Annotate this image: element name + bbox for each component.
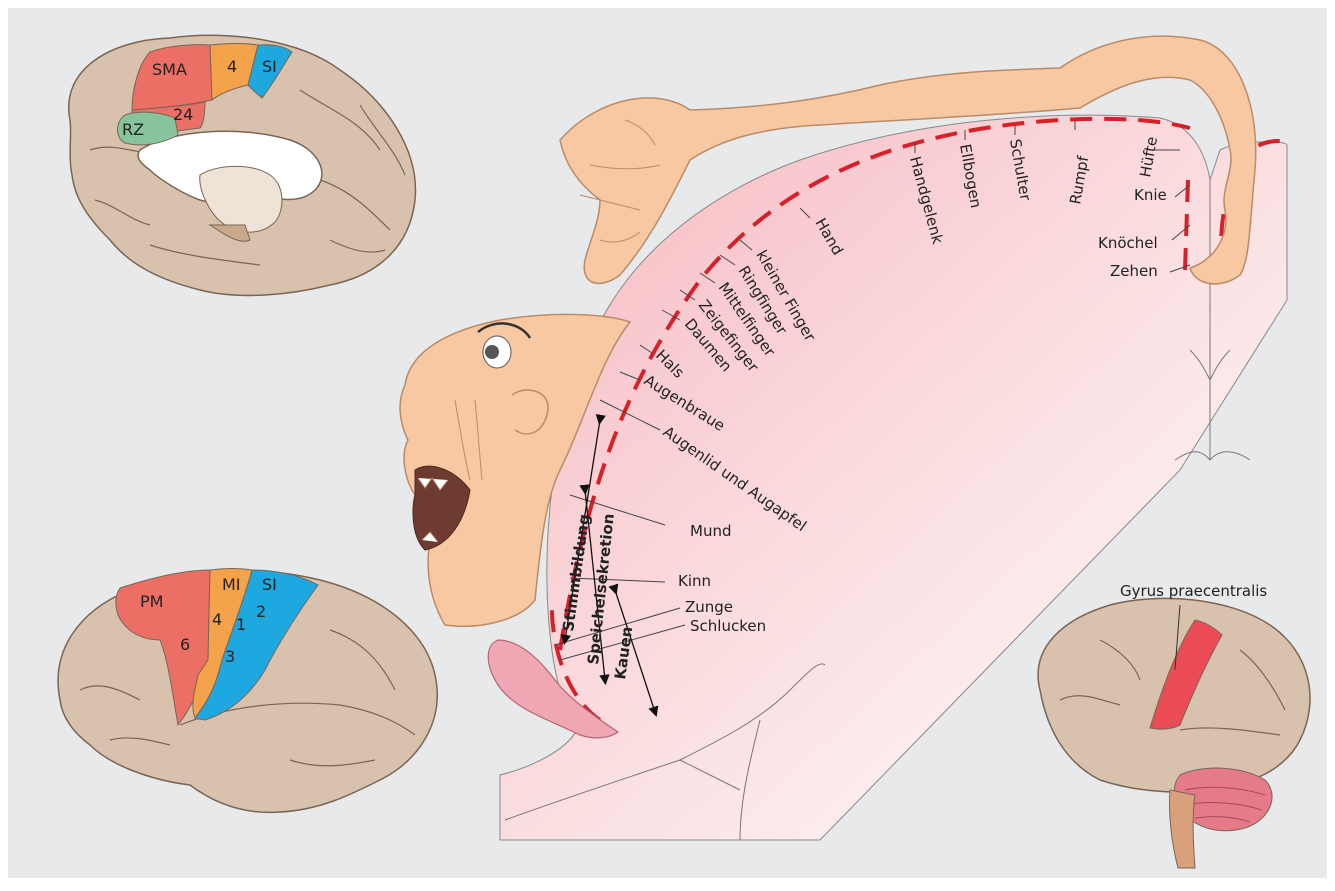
label-zunge: Zunge (685, 598, 733, 616)
label-kinn: Kinn (678, 572, 711, 590)
label-mi: MI (222, 575, 241, 594)
label-area24: 24 (173, 105, 193, 124)
label-area4-medial: 4 (227, 57, 237, 76)
label-gyrus-praecentralis: Gyrus praecentralis (1120, 582, 1267, 600)
label-area6: 6 (180, 635, 190, 654)
label-si-lateral: SI (262, 575, 277, 594)
label-sma: SMA (152, 60, 187, 79)
label-knoechel: Knöchel (1098, 234, 1158, 252)
label-area3: 3 (225, 647, 235, 666)
label-rz: RZ (122, 120, 144, 139)
label-pm: PM (140, 592, 163, 611)
label-area1: 1 (236, 615, 246, 634)
label-zehen: Zehen (1110, 262, 1158, 280)
label-schlucken: Schlucken (690, 617, 766, 635)
label-mund: Mund (690, 522, 731, 540)
label-area4-lateral: 4 (212, 610, 222, 629)
label-area2: 2 (256, 602, 266, 621)
label-knie: Knie (1134, 186, 1167, 204)
label-si-medial: SI (262, 57, 277, 76)
